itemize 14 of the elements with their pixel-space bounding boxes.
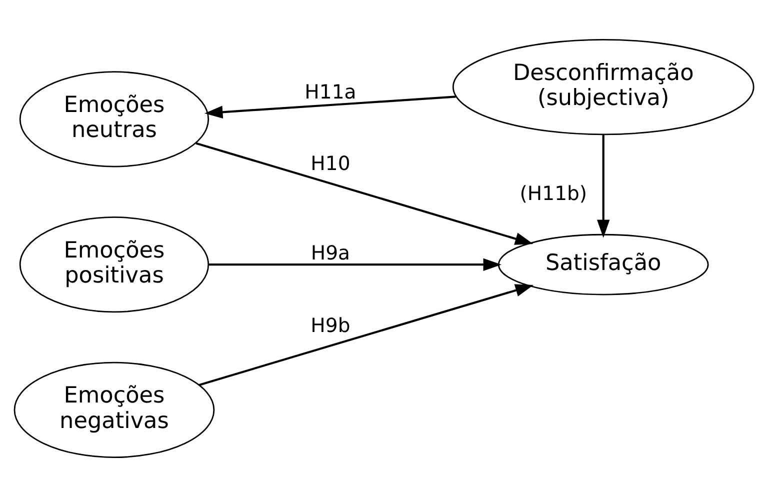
edge-label: (H11b) (520, 182, 588, 206)
edge-label: H9a (310, 241, 350, 264)
edge-label: H9b (310, 314, 350, 337)
node-ellipse: Emoções neutras (19, 71, 210, 168)
node-ellipse: Desconfirmação (subjectiva) (452, 38, 754, 136)
arrow (208, 258, 502, 271)
arrow (196, 142, 534, 245)
arrow (204, 96, 456, 118)
edge-label: H10 (310, 152, 350, 175)
node-ellipse: Emoções negativas (14, 362, 215, 458)
arrow (597, 134, 610, 238)
node-ellipse: Emoções positivas (19, 216, 210, 313)
arrow (198, 284, 534, 386)
edge-label: H11a (304, 80, 356, 104)
